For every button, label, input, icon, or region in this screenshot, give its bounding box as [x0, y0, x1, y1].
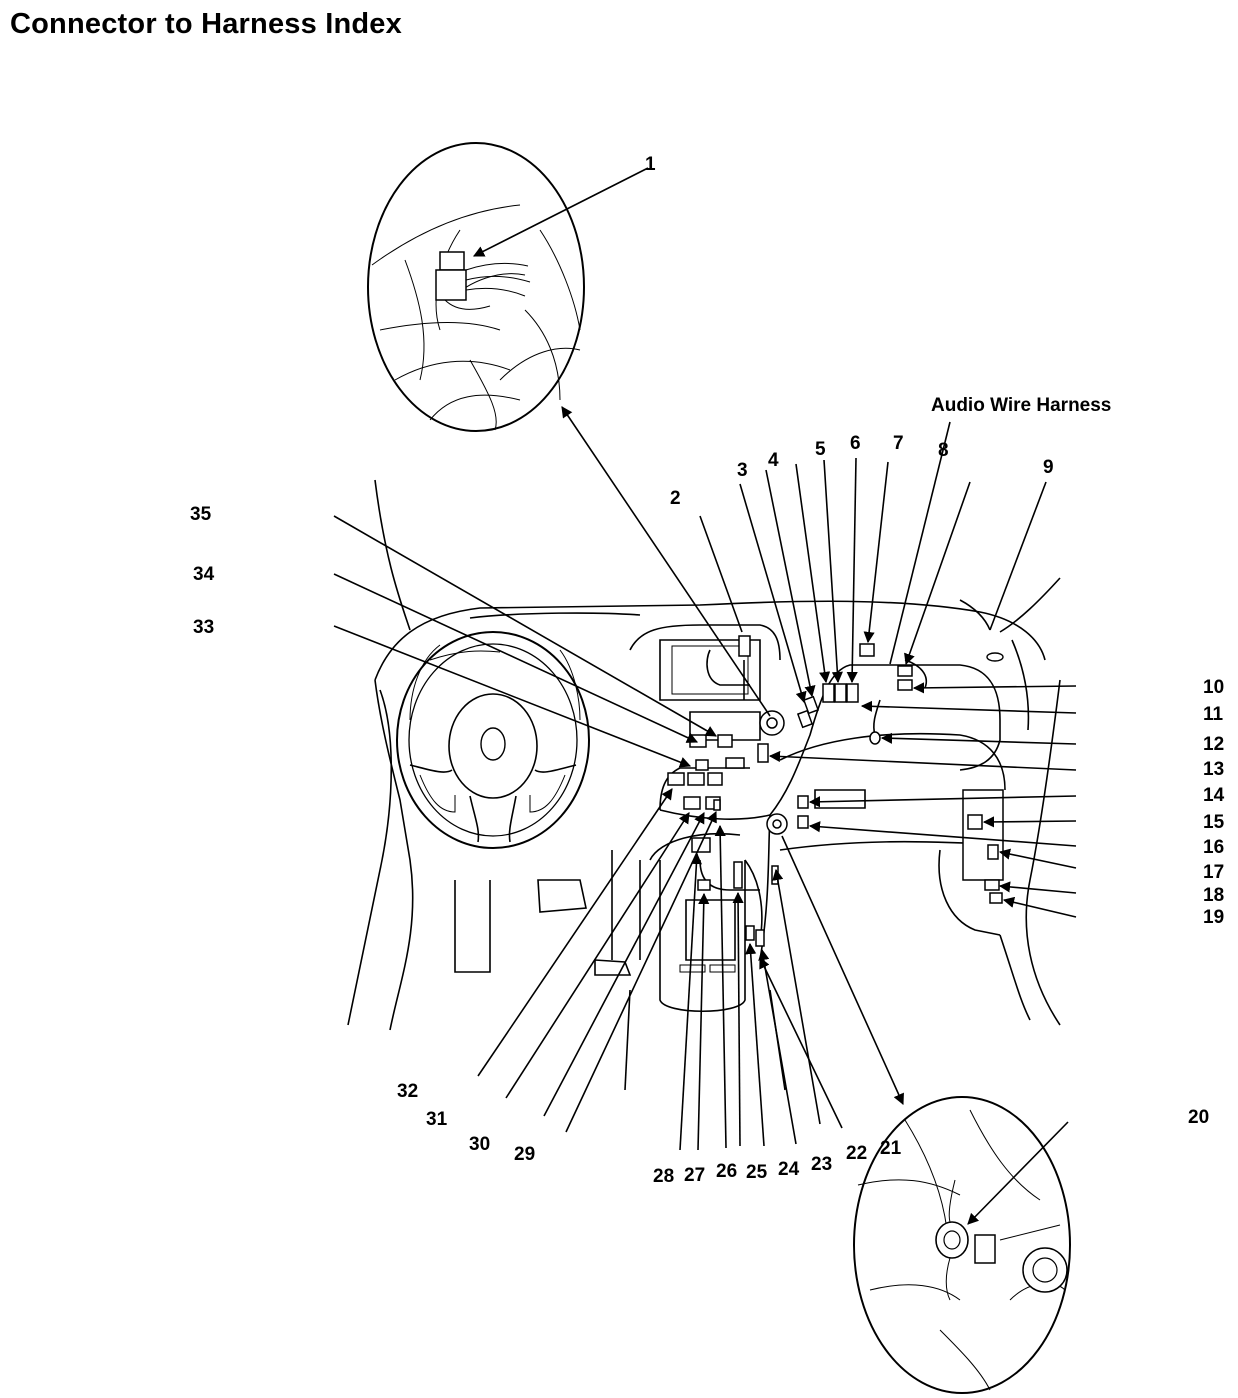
callout-8: 8 — [938, 440, 949, 461]
callout-7: 7 — [893, 433, 904, 454]
callout-3: 3 — [737, 460, 748, 481]
callout-11: 11 — [1203, 704, 1224, 725]
callout-14: 14 — [1203, 785, 1225, 806]
page-title: Connector to Harness Index — [10, 8, 402, 40]
callout-20: 20 — [1188, 1107, 1209, 1128]
callout-26: 26 — [716, 1161, 737, 1182]
callout-22: 22 — [846, 1143, 867, 1164]
callout-9: 9 — [1043, 457, 1054, 478]
leader-lines — [333, 167, 1077, 1225]
callout-5: 5 — [815, 439, 826, 460]
callout-labels: 1 2 3 4 5 6 7 8 9 10 11 12 13 14 15 16 1… — [190, 154, 1225, 1187]
detail-circle-top — [367, 142, 585, 432]
callout-31: 31 — [426, 1109, 448, 1130]
callout-29: 29 — [514, 1144, 535, 1165]
callout-23: 23 — [811, 1154, 832, 1175]
callout-17: 17 — [1203, 862, 1224, 883]
callout-2: 2 — [670, 488, 681, 509]
callout-30: 30 — [469, 1134, 490, 1155]
callout-19: 19 — [1203, 907, 1224, 928]
connector-symbols — [667, 635, 1004, 947]
callout-10: 10 — [1203, 677, 1224, 698]
callout-16: 16 — [1203, 837, 1224, 858]
callout-34: 34 — [193, 564, 215, 585]
callout-12: 12 — [1203, 734, 1224, 755]
callout-21: 21 — [880, 1138, 902, 1159]
audio-wire-harness-label: Audio Wire Harness — [931, 395, 1111, 416]
callout-6: 6 — [850, 433, 861, 454]
callout-33: 33 — [193, 617, 214, 638]
callout-35: 35 — [190, 504, 212, 525]
callout-24: 24 — [778, 1159, 800, 1180]
steering-wheel — [396, 631, 590, 849]
detail-circle-bottom — [853, 1096, 1071, 1394]
callout-25: 25 — [746, 1162, 768, 1183]
callout-15: 15 — [1203, 812, 1225, 833]
callout-32: 32 — [397, 1081, 418, 1102]
callout-18: 18 — [1203, 885, 1224, 906]
callout-27: 27 — [684, 1165, 705, 1186]
callout-4: 4 — [768, 450, 779, 471]
callout-13: 13 — [1203, 759, 1224, 780]
callout-28: 28 — [653, 1166, 674, 1187]
callout-1: 1 — [645, 154, 656, 175]
